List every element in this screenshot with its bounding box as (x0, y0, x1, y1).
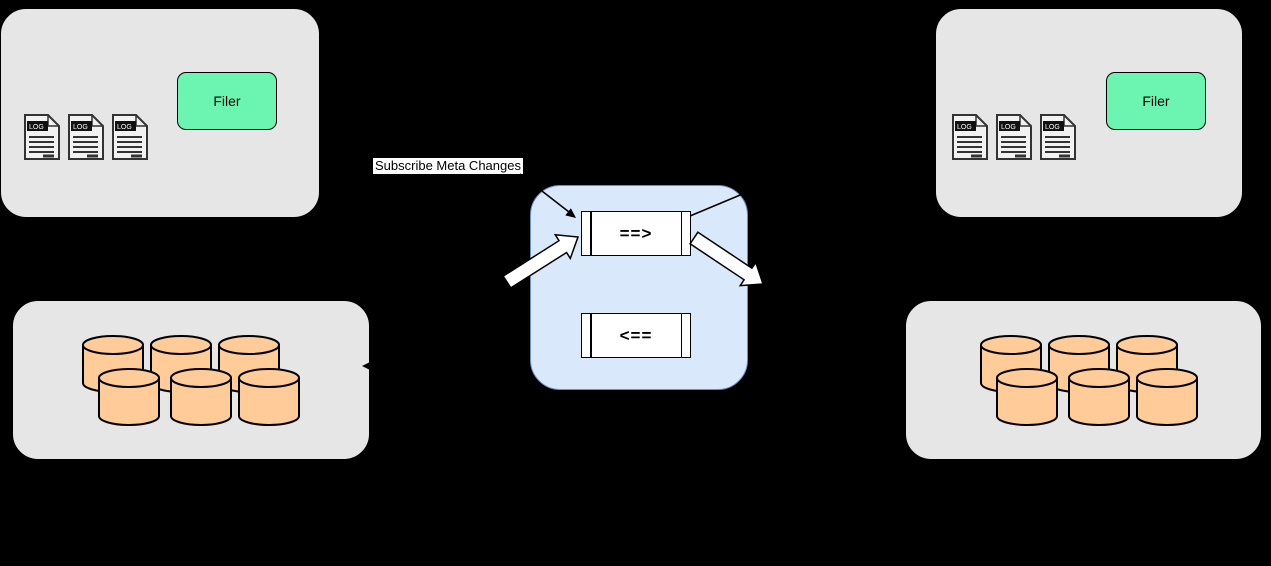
volume-cylinder-icon (98, 368, 160, 426)
log-badge-text: LOG (117, 124, 132, 131)
log-file-icon: LOG (952, 114, 988, 160)
volume-cylinder-icon (1068, 368, 1130, 426)
log-file-icon: LOG (112, 114, 148, 160)
right-volume-cluster-panel (905, 300, 1262, 460)
sync-hub-panel: ==> <== (530, 185, 748, 390)
log-badge-text: LOG (73, 124, 88, 131)
left-volume-cluster-panel (12, 300, 370, 460)
log-file-icon: LOG (68, 114, 104, 160)
right-filer-label: Filer (1142, 93, 1170, 109)
volume-cylinder-icon (170, 368, 232, 426)
log-badge-text: LOG (29, 124, 44, 131)
log-file-icon: LOG (24, 114, 60, 160)
backward-queue-label: <== (619, 325, 653, 345)
left-filer-node: Filer (177, 72, 277, 130)
subscribe-meta-changes-label: Subscribe Meta Changes (373, 158, 523, 174)
right-filer-node: Filer (1106, 72, 1206, 130)
left-filer-label: Filer (213, 93, 241, 109)
log-badge-text: LOG (1045, 124, 1060, 131)
log-badge-text: LOG (1001, 124, 1016, 131)
log-file-icon: LOG (996, 114, 1032, 160)
volume-cylinder-icon (996, 368, 1058, 426)
queue-to-right-arrowhead (742, 189, 753, 198)
volume-cylinder-icon (1136, 368, 1198, 426)
backward-queue-node: <== (581, 313, 691, 358)
forward-queue-node: ==> (581, 211, 691, 256)
log-file-icon: LOG (1040, 114, 1076, 160)
left-filer-cluster-panel: LOG LOG LOG (0, 8, 320, 218)
right-filer-cluster-panel: LOG LOG LOG (935, 8, 1243, 218)
volume-cylinder-icon (238, 368, 300, 426)
log-badge-text: LOG (957, 124, 972, 131)
forward-queue-label: ==> (619, 223, 653, 243)
